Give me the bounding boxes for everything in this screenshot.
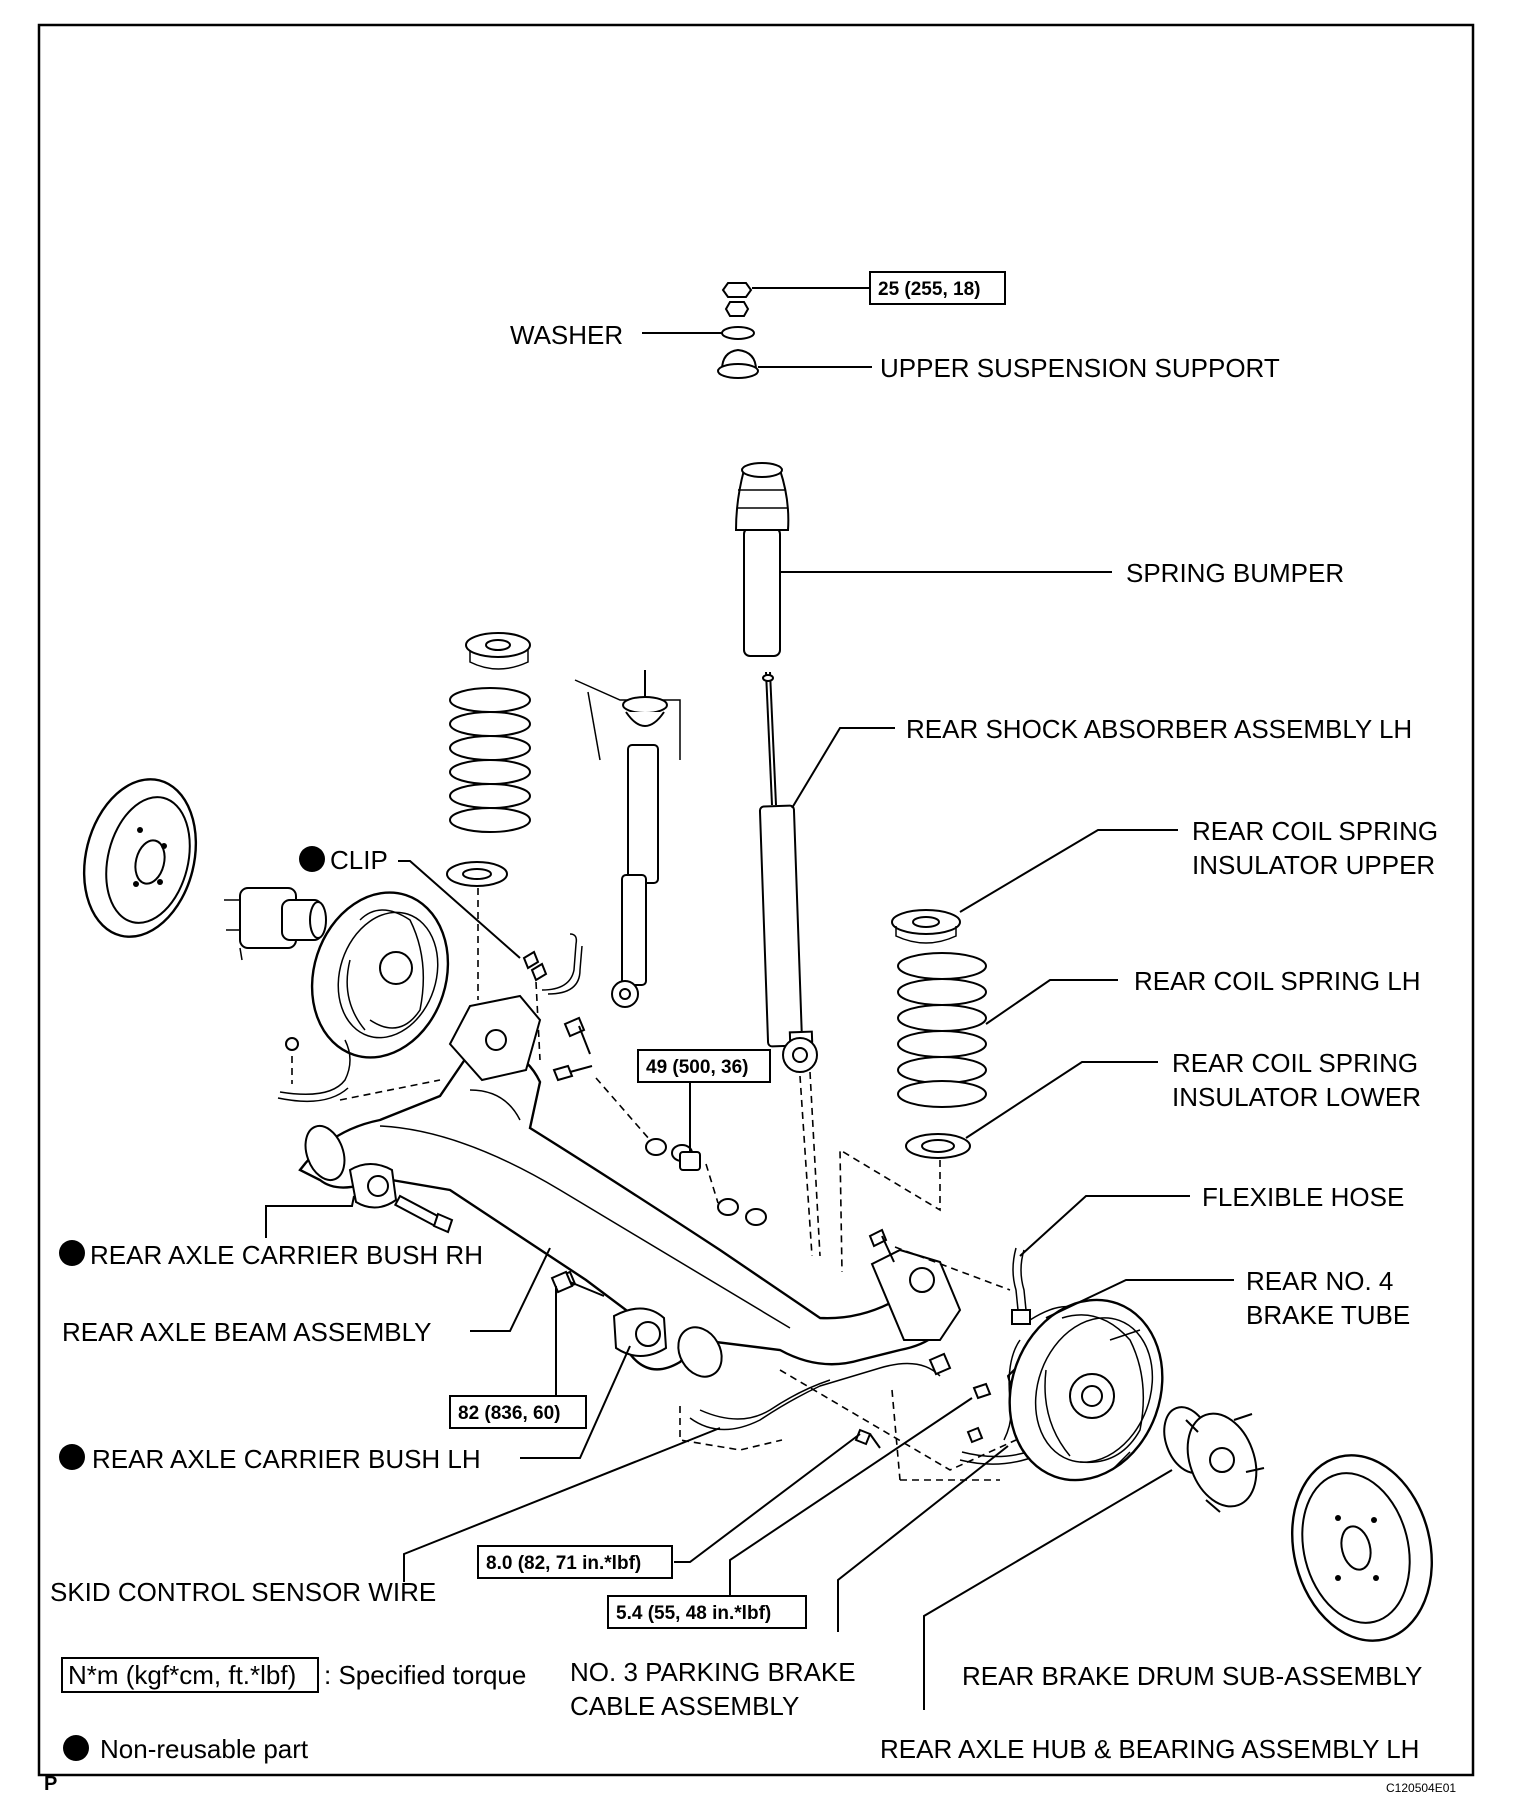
torque-box-nut-top [869, 271, 1006, 305]
label-clip: CLIP [330, 845, 388, 875]
torque-nut-top: 25 (255, 18) [878, 279, 980, 300]
label-rear-shock-absorber: REAR SHOCK ABSORBER ASSEMBLY LH [906, 714, 1412, 744]
carrier-bush-lh-icon [554, 1270, 668, 1357]
legend-torque-box [61, 1657, 319, 1693]
label-insulator-upper-1: REAR COIL SPRING [1192, 816, 1438, 846]
label-rear-axle-hub-bearing: REAR AXLE HUB & BEARING ASSEMBLY LH [880, 1734, 1419, 1764]
backing-plate-lh-icon [1008, 1298, 1164, 1482]
torque-box-shock-lower [637, 1049, 771, 1083]
coil-spring-lh-icon [897, 952, 987, 1108]
brake-drum-lh-icon [1291, 1454, 1433, 1642]
rear-axle-beam-icon [298, 994, 962, 1378]
coil-spring-rh-icon [446, 632, 531, 887]
torque-box-tube-bolt [607, 1595, 807, 1629]
torque-beam-bolt: 82 (836, 60) [458, 1403, 560, 1424]
beam-bolts-icon [552, 1016, 895, 1263]
coil-spring-insulator-upper-icon [891, 909, 961, 944]
legend-nonreusable: Non-reusable part [100, 1734, 309, 1764]
label-upper-suspension-support: UPPER SUSPENSION SUPPORT [880, 353, 1280, 383]
label-skid-control-sensor-wire: SKID CONTROL SENSOR WIRE [50, 1577, 436, 1607]
label-brake-tube-2: BRAKE TUBE [1246, 1300, 1410, 1330]
backing-plate-rh-icon [310, 891, 450, 1059]
label-insulator-upper-2: INSULATOR UPPER [1192, 850, 1435, 880]
washer-icon [721, 326, 755, 340]
label-parking-brake-cable-1: NO. 3 PARKING BRAKE [570, 1657, 856, 1687]
label-brake-tube-1: REAR NO. 4 [1246, 1266, 1393, 1296]
torque-sensor-bolt: 8.0 (82, 71 in.*lbf) [486, 1553, 641, 1574]
figure-code: C120504E01 [1386, 1781, 1456, 1795]
upper-suspension-support-icon [717, 348, 759, 379]
flexible-hose-icon [1011, 1247, 1031, 1325]
corner-letter: P [44, 1773, 57, 1795]
label-washer: WASHER [510, 320, 623, 350]
diagram-frame [37, 23, 1475, 1777]
brake-drum-rh-icon [82, 778, 198, 938]
spring-bumper-icon [734, 462, 790, 657]
label-insulator-lower-1: REAR COIL SPRING [1172, 1048, 1418, 1078]
label-rear-brake-drum: REAR BRAKE DRUM SUB-ASSEMBLY [962, 1661, 1422, 1691]
clip-icon [522, 950, 548, 982]
torque-shock-lower: 49 (500, 36) [646, 1057, 748, 1078]
torque-tube-bolt: 5.4 (55, 48 in.*lbf) [616, 1603, 771, 1624]
nut-top-icon [721, 282, 753, 317]
label-spring-bumper: SPRING BUMPER [1126, 558, 1344, 588]
shock-absorber-rh-icon [574, 670, 681, 1008]
label-flexible-hose: FLEXIBLE HOSE [1202, 1182, 1404, 1212]
hub-bearing-rh-icon [224, 887, 327, 961]
label-rear-axle-beam: REAR AXLE BEAM ASSEMBLY [62, 1317, 431, 1347]
hub-bearing-lh-icon [1163, 1406, 1265, 1513]
torque-box-beam-bolt [449, 1395, 587, 1429]
carrier-bush-rh-icon [348, 1163, 454, 1234]
label-insulator-lower-2: INSULATOR LOWER [1172, 1082, 1421, 1112]
label-rear-coil-spring-lh: REAR COIL SPRING LH [1134, 966, 1421, 996]
label-parking-brake-cable-2: CABLE ASSEMBLY [570, 1691, 799, 1721]
coil-spring-insulator-lower-icon [905, 1133, 971, 1159]
shock-absorber-lh-icon [758, 671, 818, 1073]
label-carrier-bush-lh: REAR AXLE CARRIER BUSH LH [92, 1444, 481, 1474]
legend-torque-units: N*m (kgf*cm, ft.*lbf) [68, 1660, 296, 1690]
torque-box-sensor-bolt [477, 1545, 673, 1579]
label-carrier-bush-rh: REAR AXLE CARRIER BUSH RH [90, 1240, 483, 1270]
legend-torque-text: : Specified torque [324, 1660, 526, 1690]
shock-lower-nut-icon [679, 1151, 701, 1171]
